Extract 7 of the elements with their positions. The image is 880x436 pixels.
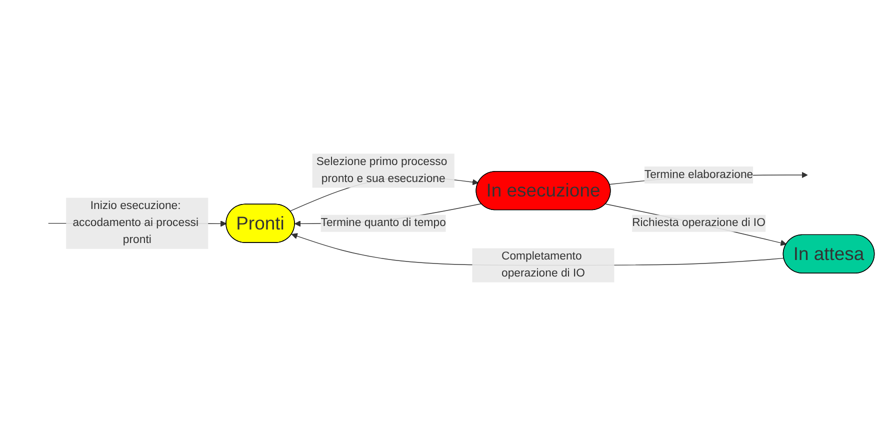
edge-label: Selezione primo processo pronto e sua esecuzione bbox=[316, 156, 448, 185]
arrow bbox=[605, 204, 787, 246]
edge-label: Richiesta operazione di IO bbox=[632, 216, 766, 230]
edge-label: Termine elaborazione bbox=[644, 168, 754, 181]
edge-label: Inizio esecuzione: accodamento ai processi pronti bbox=[72, 200, 198, 246]
edge-label: Termine quanto di tempo bbox=[320, 216, 446, 230]
edge-label: Completamento operazione di IO bbox=[502, 250, 585, 280]
